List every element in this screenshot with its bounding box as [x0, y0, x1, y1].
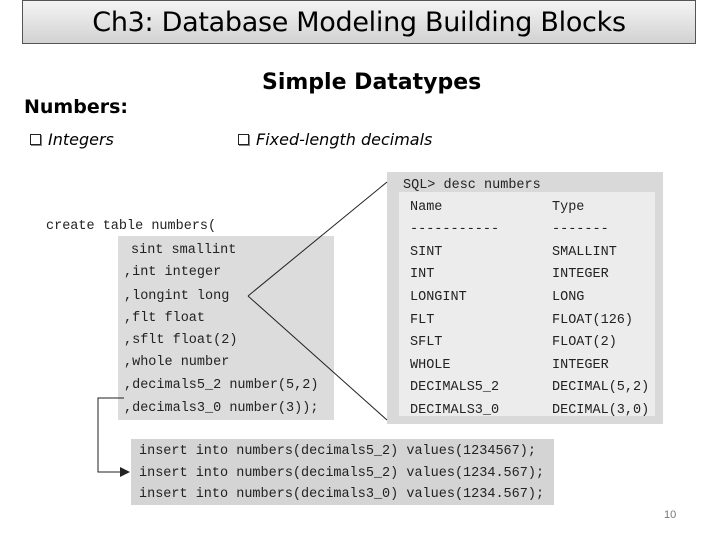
desc-header-type: Type [552, 200, 585, 215]
callout-line-bottom [247, 295, 388, 421]
numbers-heading: Numbers: [24, 96, 128, 118]
bullet-fixed-length-decimals: Fixed-length decimals [238, 130, 432, 149]
bullet-integers: Integers [30, 130, 114, 149]
code-line: ,sflt float(2) [124, 333, 238, 348]
desc-row-type: FLOAT(2) [552, 335, 617, 350]
bullet-label: Fixed-length decimals [256, 130, 433, 149]
code-line: ,whole number [124, 355, 230, 370]
desc-dash-separator: ------- [552, 222, 609, 237]
code-line: create table numbers( [46, 219, 217, 234]
code-line: ,flt float [124, 311, 206, 326]
desc-row-name: DECIMALS3_0 [410, 403, 500, 418]
desc-output-inner [399, 192, 655, 416]
slide-title: Ch3: Database Modeling Building Blocks [92, 6, 626, 38]
desc-command: SQL> desc numbers [403, 178, 541, 193]
bullet-label: Integers [48, 130, 114, 149]
desc-row-type: FLOAT(126) [552, 313, 634, 328]
checkbox-bullet-icon [238, 134, 249, 145]
desc-row-name: SINT [410, 245, 443, 260]
desc-row-type: SMALLINT [552, 245, 617, 260]
flow-arrow-line [97, 397, 124, 473]
insert-line: insert into numbers(decimals5_2) values(… [139, 444, 536, 459]
desc-row-name: WHOLE [410, 358, 451, 373]
insert-line: insert into numbers(decimals5_2) values(… [139, 466, 545, 481]
desc-output-panel [387, 172, 663, 424]
page-number: 10 [664, 509, 677, 521]
desc-row-type: DECIMAL(3,0) [552, 403, 650, 418]
insert-line: insert into numbers(decimals3_0) values(… [139, 487, 545, 502]
desc-row-name: INT [410, 267, 435, 282]
desc-row-type: INTEGER [552, 267, 609, 282]
desc-row-type: INTEGER [552, 358, 609, 373]
desc-row-type: DECIMAL(5,2) [552, 380, 650, 395]
desc-row-name: FLT [410, 313, 435, 328]
code-line: ,int integer [124, 265, 222, 280]
desc-header-name: Name [410, 200, 443, 215]
checkbox-bullet-icon [30, 134, 41, 145]
slide-subtitle: Simple Datatypes [262, 70, 482, 95]
desc-row-name: DECIMALS5_2 [410, 380, 500, 395]
create-code-panel [118, 236, 334, 420]
desc-row-type: LONG [552, 290, 585, 305]
desc-dash-separator: ----------- [410, 222, 500, 237]
insert-code-panel [131, 439, 554, 505]
desc-row-name: LONGINT [410, 290, 467, 305]
slide-title-bar: Ch3: Database Modeling Building Blocks [22, 0, 696, 44]
callout-line-top [247, 181, 388, 297]
desc-row-name: SFLT [410, 335, 443, 350]
code-line: ,decimals3_0 number(3)); [124, 401, 319, 416]
code-line: ,longint long [124, 289, 230, 304]
code-line: ,decimals5_2 number(5,2) [124, 378, 319, 393]
code-line: sint smallint [131, 243, 237, 258]
arrow-head-icon [120, 467, 130, 477]
